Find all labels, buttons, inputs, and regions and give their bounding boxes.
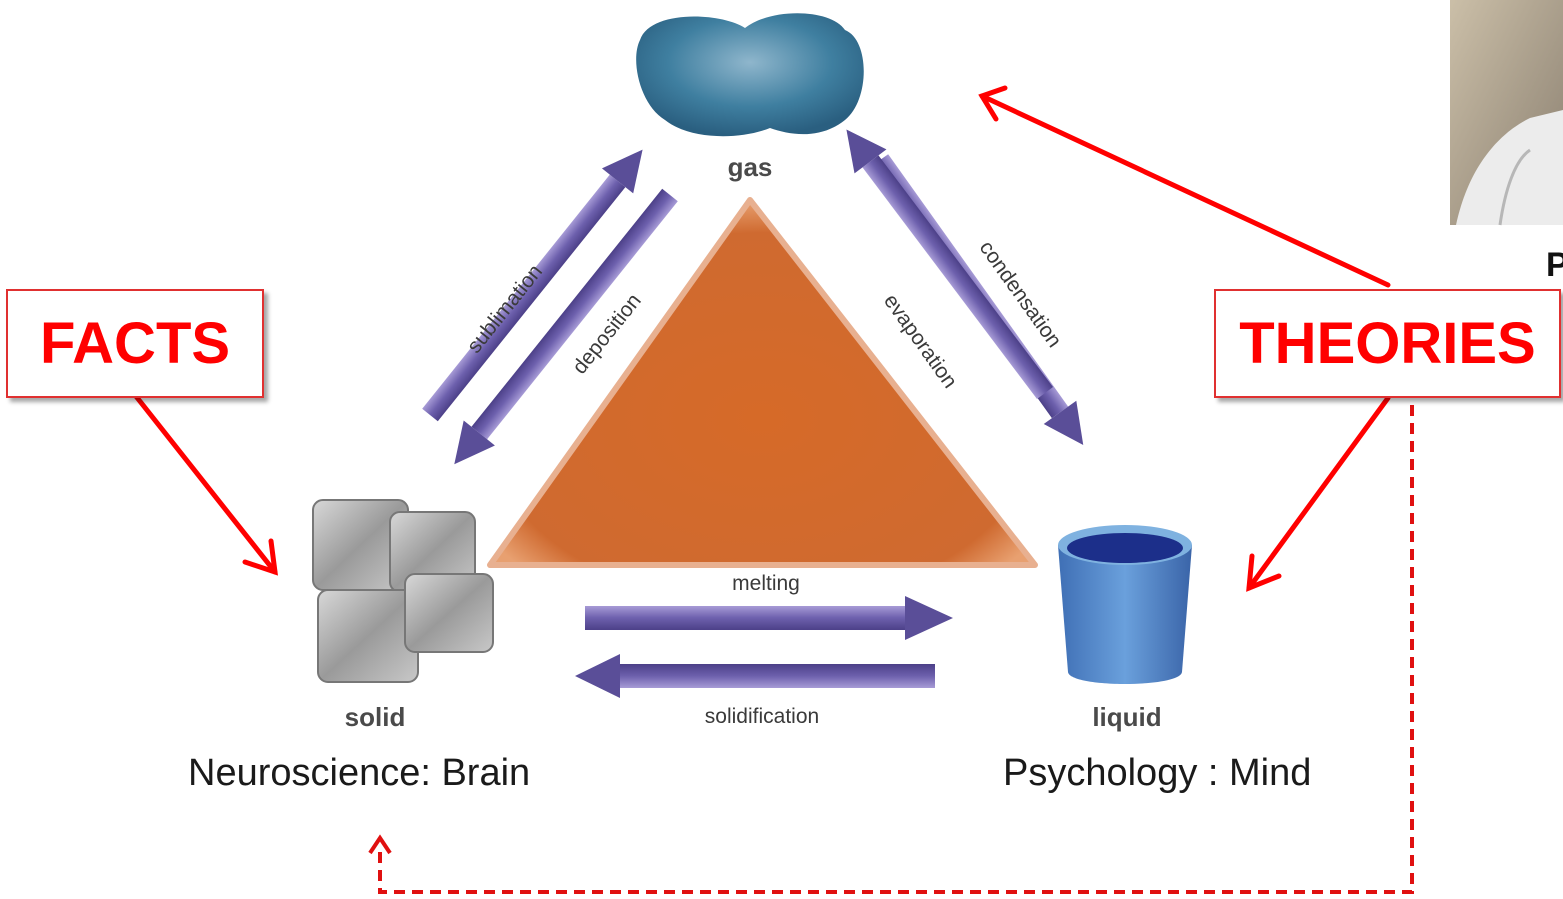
solidification-arrow (575, 654, 935, 698)
deposition-arrow (454, 188, 678, 465)
sublimation-arrow (422, 149, 643, 422)
facts-callout-label: FACTS (39, 311, 231, 376)
dashed-arrowhead-icon (368, 834, 392, 855)
condensation-label: condensation (975, 237, 1066, 352)
theories-callout: THEORIES (1214, 289, 1561, 398)
liquid-label: liquid (1092, 702, 1161, 732)
melting-label: melting (732, 572, 800, 595)
liquid-beaker-icon (1058, 525, 1192, 684)
facts-callout: FACTS (6, 289, 264, 398)
theories-to-liquid-arrow (1246, 395, 1391, 592)
portrait-photo (1450, 0, 1563, 226)
melting-arrow (585, 596, 953, 640)
gas-label: gas (728, 152, 773, 182)
solid-ice-icon (312, 499, 494, 683)
theories-to-gas-arrow (978, 85, 1391, 288)
solidification-label: solidification (705, 705, 819, 728)
theories-callout-label: THEORIES (1239, 311, 1536, 376)
evaporation-arrow (846, 129, 1053, 400)
neuroscience-caption: Neuroscience: Brain (188, 752, 531, 794)
photo-caption-fragment: P (1546, 246, 1563, 284)
central-triangle (487, 197, 1038, 568)
psychology-caption: Psychology : Mind (1003, 752, 1312, 794)
theories-to-neuroscience-dashed-arrow (378, 405, 1414, 894)
sublimation-label: sublimation (463, 260, 547, 357)
solid-label: solid (345, 702, 406, 732)
gas-cloud-icon (636, 13, 864, 137)
facts-to-solid-arrow (132, 392, 278, 576)
